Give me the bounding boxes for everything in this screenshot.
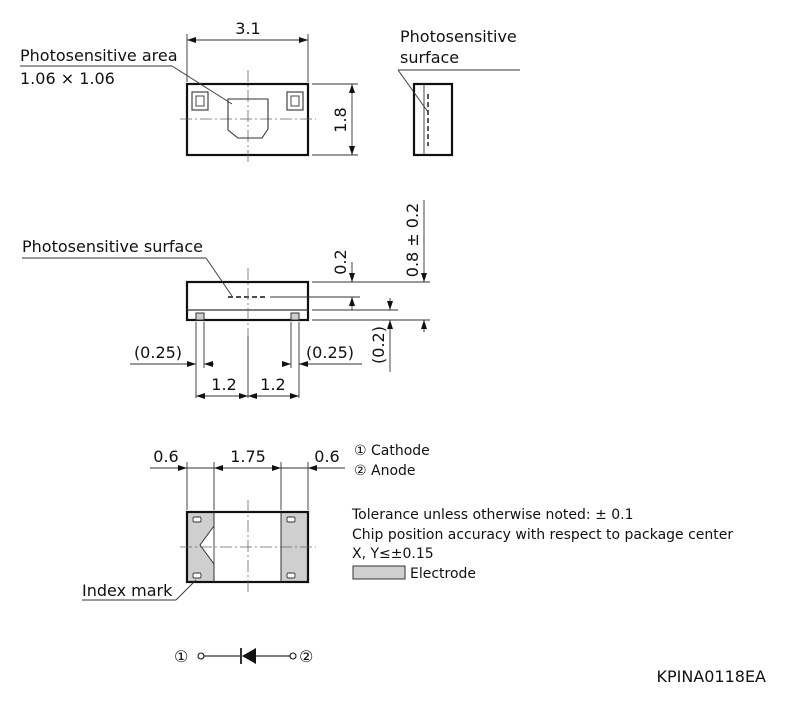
- photosensitive-area-label: Photosensitive area: [20, 46, 178, 65]
- side-package-outline: [412, 82, 454, 157]
- left-pad-dim: (0.25): [134, 343, 182, 362]
- index-mark-label: Index mark: [82, 581, 173, 600]
- front-surface-label: Photosensitive surface: [22, 237, 203, 256]
- top-view: 3.1 1.8 Photosensitive area 1.06 × 1.06: [20, 19, 358, 162]
- diode-triangle: [242, 648, 256, 664]
- photosensitive-area-size: 1.06 × 1.06: [20, 69, 115, 88]
- top-right-pad: [286, 91, 304, 111]
- legend: ① Cathode ② Anode Tolerance unless other…: [351, 443, 733, 582]
- right-electrode-dim: 0.6: [314, 447, 339, 466]
- accuracy-note-line1: Chip position accuracy with respect to p…: [352, 527, 733, 543]
- accuracy-note-line2: X, Y≤±0.15: [352, 546, 434, 562]
- anode-legend: ② Anode: [354, 463, 416, 479]
- side-view: Photosensitive surface: [397, 27, 520, 157]
- side-surface-label-line2: surface: [400, 48, 459, 67]
- electrode-legend: Electrode: [410, 566, 476, 582]
- cathode-legend: ① Cathode: [354, 443, 430, 459]
- thickness-dim: 0.8 ± 0.2: [403, 203, 422, 277]
- symbol-pin1: ①: [174, 647, 188, 666]
- top-height-dim: 1.8: [331, 107, 350, 132]
- front-view: Photosensitive surface 0.2 0.8 ± 0.2 (0.…: [22, 200, 430, 399]
- bottom-view: 0.6 1.75 0.6 Index mark: [82, 447, 345, 601]
- bottom-electrode-dim: (0.2): [369, 326, 388, 364]
- top-width-dim: 3.1: [235, 19, 260, 38]
- left-electrode-dim: 0.6: [153, 447, 178, 466]
- surface-depth-dim: 0.2: [331, 249, 350, 274]
- electrode-legend-swatch: [352, 565, 406, 580]
- photosensitive-area-shape: [227, 98, 269, 139]
- tolerance-note: Tolerance unless otherwise noted: ± 0.1: [351, 507, 634, 523]
- side-surface-label-line1: Photosensitive: [400, 27, 517, 46]
- top-left-pad: [191, 91, 209, 111]
- left-pitch-dim: 1.2: [211, 375, 236, 394]
- symbol-pin2: ②: [299, 647, 313, 666]
- gap-dim: 1.75: [230, 447, 266, 466]
- drawing-code: KPINA0118EA: [656, 667, 766, 686]
- front-package-outline: [185, 280, 310, 322]
- right-pitch-dim: 1.2: [260, 375, 285, 394]
- diode-symbol: ① ②: [174, 647, 313, 666]
- right-pad-dim: (0.25): [306, 343, 354, 362]
- top-package-outline: [185, 82, 310, 157]
